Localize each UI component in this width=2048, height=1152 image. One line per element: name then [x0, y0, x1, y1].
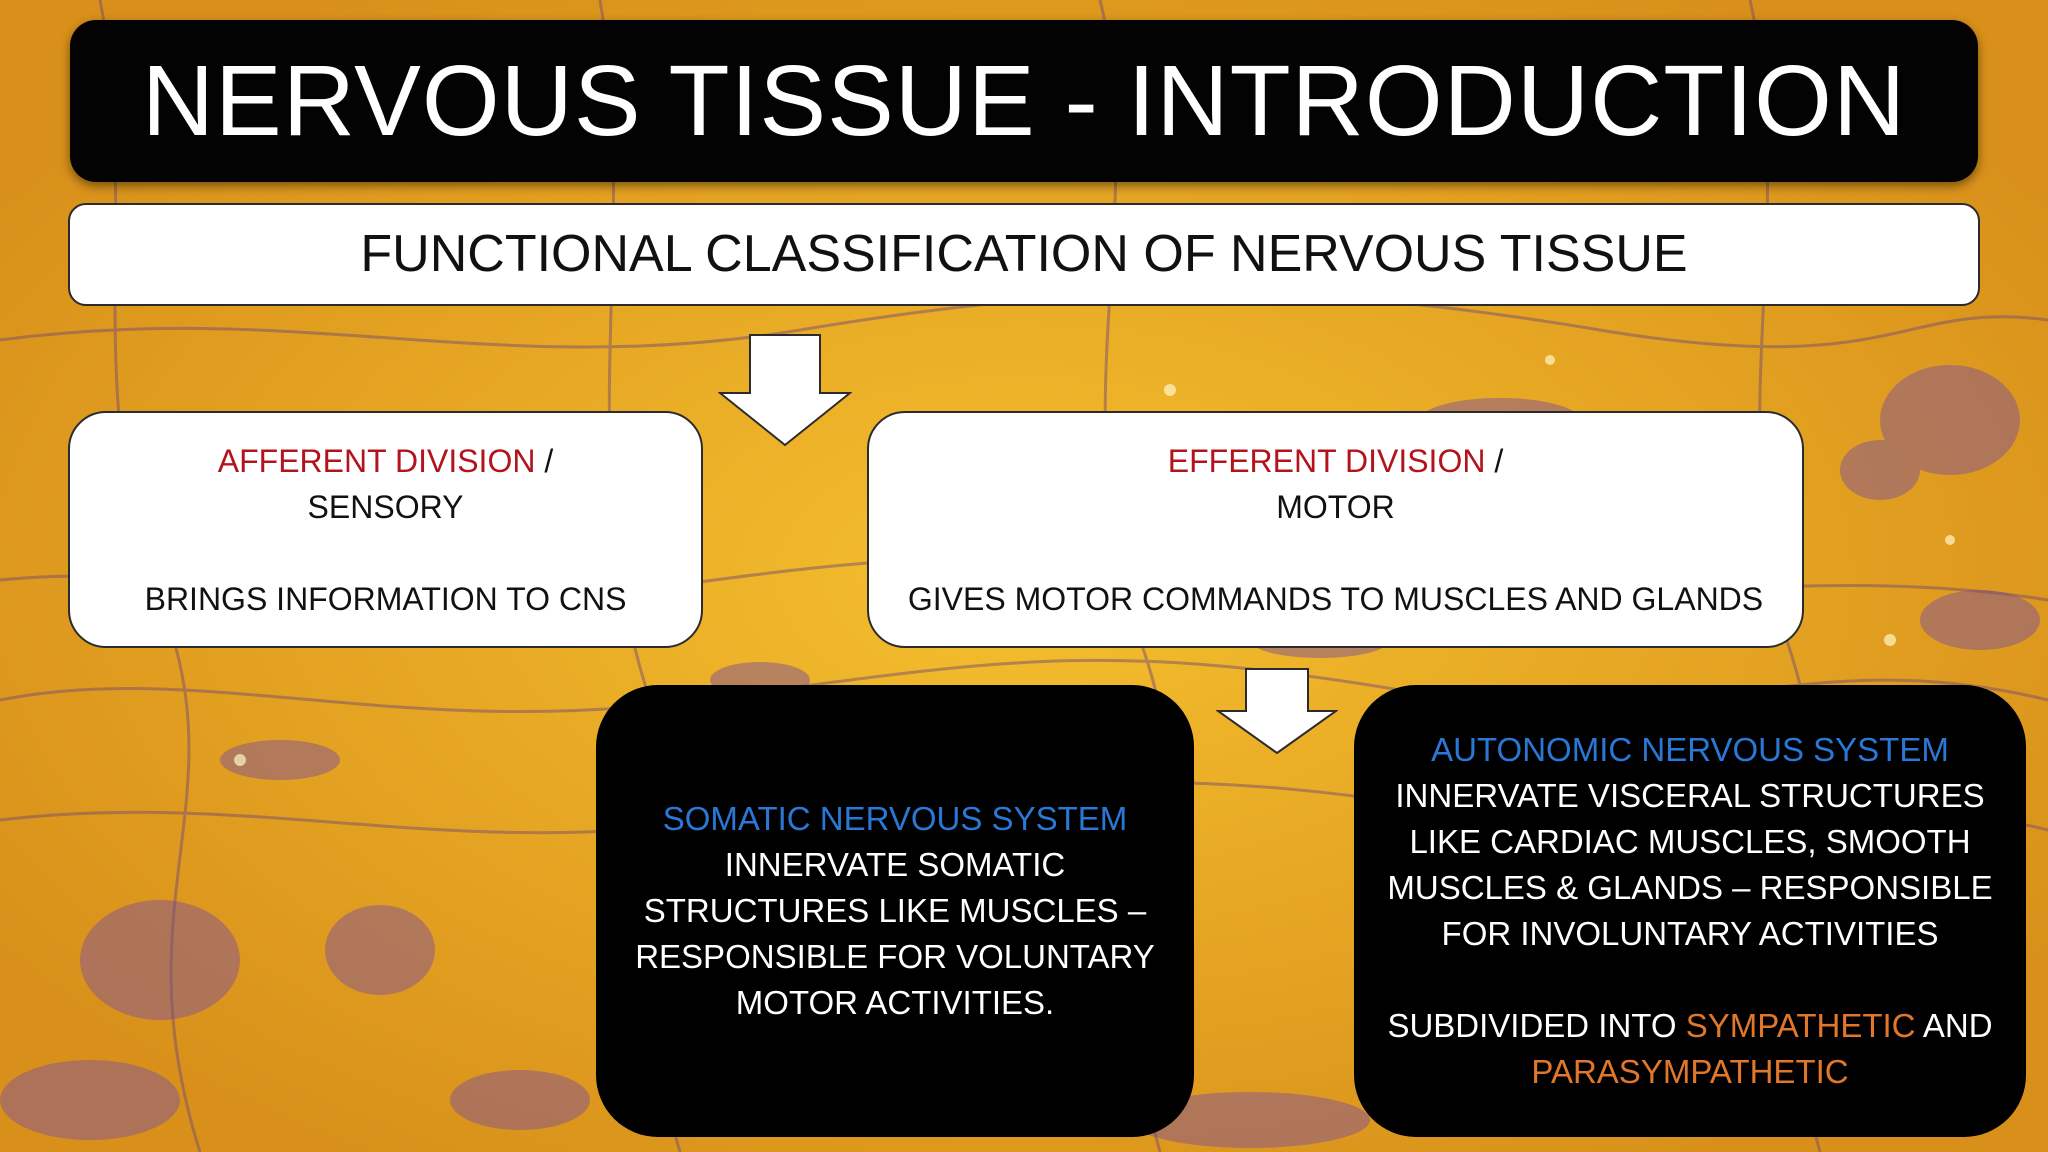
efferent-sub: MOTOR — [1276, 488, 1395, 525]
efferent-division-card: EFFERENT DIVISION / MOTOR GIVES MOTOR CO… — [867, 411, 1804, 648]
efferent-heading: EFFERENT DIVISION — [1167, 442, 1486, 479]
autonomic-line: MUSCLES & GLANDS – RESPONSIBLE — [1387, 869, 1993, 906]
somatic-line: STRUCTURES LIKE MUSCLES – — [643, 892, 1147, 929]
afferent-slash: / — [535, 442, 554, 479]
somatic-line: MOTOR ACTIVITIES. — [735, 984, 1055, 1021]
afferent-heading-line: AFFERENT DIVISION / — [70, 438, 701, 484]
afferent-sub: SENSORY — [307, 488, 464, 525]
somatic-line: INNERVATE SOMATIC — [724, 846, 1066, 883]
page-title: NERVOUS TISSUE - INTRODUCTION — [70, 20, 1978, 182]
parasympathetic-label: PARASYMPATHETIC — [1531, 1053, 1849, 1090]
autonomic-line: INNERVATE VISCERAL STRUCTURES — [1395, 777, 1985, 814]
somatic-nervous-system-card: SOMATIC NERVOUS SYSTEM INNERVATE SOMATIC… — [596, 685, 1194, 1137]
autonomic-nervous-system-card: AUTONOMIC NERVOUS SYSTEM INNERVATE VISCE… — [1354, 685, 2026, 1137]
autonomic-heading: AUTONOMIC NERVOUS SYSTEM — [1431, 731, 1949, 768]
afferent-division-card: AFFERENT DIVISION / SENSORY BRINGS INFOR… — [68, 411, 703, 648]
diagram-subtitle: FUNCTIONAL CLASSIFICATION OF NERVOUS TIS… — [68, 203, 1980, 306]
somatic-heading: SOMATIC NERVOUS SYSTEM — [662, 800, 1128, 837]
efferent-slash: / — [1485, 442, 1504, 479]
autonomic-subdivision-line: SUBDIVIDED INTO SYMPATHETIC AND — [1384, 1003, 1996, 1049]
afferent-heading: AFFERENT DIVISION — [217, 442, 536, 479]
autonomic-line: LIKE CARDIAC MUSCLES, SMOOTH — [1409, 823, 1971, 860]
subdivided-prefix: SUBDIVIDED INTO — [1387, 1007, 1686, 1044]
afferent-description: BRINGS INFORMATION TO CNS — [144, 580, 627, 617]
and-label: AND — [1915, 1007, 1993, 1044]
efferent-heading-line: EFFERENT DIVISION / — [869, 438, 1802, 484]
sympathetic-label: SYMPATHETIC — [1685, 1007, 1916, 1044]
down-arrow-icon — [1216, 668, 1338, 755]
down-arrow-icon — [718, 334, 852, 447]
efferent-description: GIVES MOTOR COMMANDS TO MUSCLES AND GLAN… — [907, 580, 1764, 617]
autonomic-line: FOR INVOLUNTARY ACTIVITIES — [1441, 915, 1939, 952]
somatic-line: RESPONSIBLE FOR VOLUNTARY — [635, 938, 1155, 975]
